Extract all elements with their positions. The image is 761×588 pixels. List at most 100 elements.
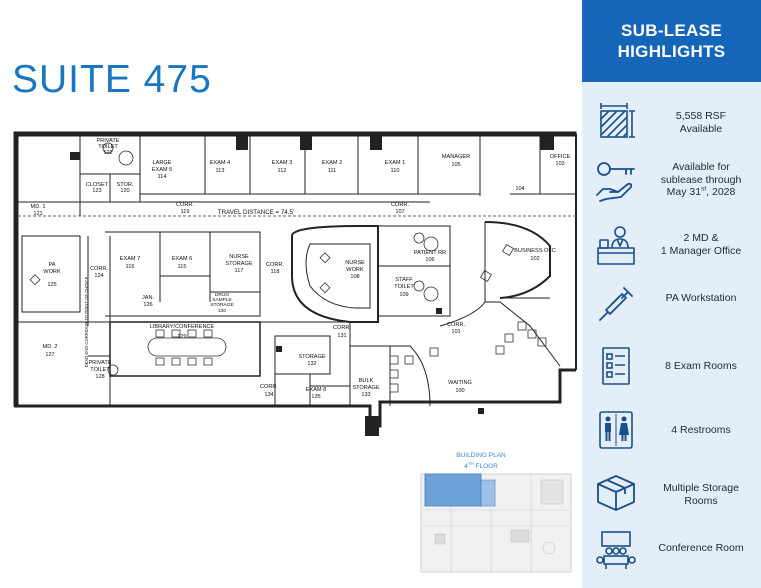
svg-text:129: 129 bbox=[177, 334, 186, 340]
svg-text:CORR.: CORR. bbox=[260, 384, 278, 390]
svg-text:101: 101 bbox=[451, 329, 460, 335]
svg-text:107: 107 bbox=[395, 209, 404, 215]
key-plan-title: BUILDING PLAN 4TH FLOOR bbox=[456, 452, 506, 471]
highlight-exam-rooms: 8 Exam Rooms bbox=[582, 340, 761, 400]
svg-text:128: 128 bbox=[95, 374, 104, 380]
svg-text:STORAGE: STORAGE bbox=[298, 354, 326, 360]
svg-text:134: 134 bbox=[264, 392, 273, 398]
svg-text:PRIVATE: PRIVATE bbox=[88, 360, 111, 366]
svg-text:131: 131 bbox=[337, 333, 346, 339]
svg-text:105: 105 bbox=[451, 162, 460, 168]
svg-text:CORR.: CORR. bbox=[447, 322, 465, 328]
availability-date: May 31st, 2028 bbox=[666, 185, 736, 198]
highlight-availability: Available for sublease through May 31st,… bbox=[582, 155, 761, 215]
svg-text:106: 106 bbox=[425, 257, 434, 263]
svg-text:STAFF: STAFF bbox=[395, 277, 413, 283]
svg-text:EXAM 2: EXAM 2 bbox=[322, 160, 343, 166]
svg-text:DRUG: DRUG bbox=[215, 292, 229, 298]
svg-text:NURSE: NURSE bbox=[345, 260, 365, 266]
highlight-storage: Multiple Storage Rooms bbox=[582, 466, 761, 526]
highlight-pa-workstation: PA Workstation bbox=[582, 278, 761, 338]
svg-text:STORAGE: STORAGE bbox=[210, 302, 233, 308]
svg-text:CORR.: CORR. bbox=[266, 262, 284, 268]
svg-text:121: 121 bbox=[33, 211, 42, 217]
room-label: CLOSET bbox=[86, 182, 109, 188]
highlight-restrooms: 4 Restrooms bbox=[582, 404, 761, 464]
svg-text:TOILET: TOILET bbox=[98, 144, 118, 150]
svg-text:123: 123 bbox=[92, 188, 101, 194]
svg-text:119: 119 bbox=[181, 209, 190, 215]
svg-text:100: 100 bbox=[455, 388, 464, 394]
svg-text:BUSINESS OFC: BUSINESS OFC bbox=[514, 248, 556, 254]
svg-text:LARGE: LARGE bbox=[153, 160, 172, 166]
highlight-rsf: 5,558 RSF Available bbox=[582, 94, 761, 154]
svg-text:116: 116 bbox=[126, 264, 135, 270]
svg-text:EXAM 4: EXAM 4 bbox=[210, 160, 231, 166]
svg-text:STORAGE: STORAGE bbox=[352, 385, 380, 391]
svg-text:CORR.: CORR. bbox=[391, 202, 409, 208]
svg-text:TOILET: TOILET bbox=[90, 367, 110, 373]
svg-text:126: 126 bbox=[143, 302, 152, 308]
svg-text:118: 118 bbox=[271, 269, 280, 275]
svg-text:JAN.: JAN. bbox=[142, 295, 155, 301]
checklist-icon bbox=[602, 347, 630, 385]
page-title: SUITE 475 bbox=[12, 58, 212, 101]
syringe-icon bbox=[599, 287, 633, 321]
svg-text:WORK: WORK bbox=[346, 267, 364, 273]
svg-text:MANAGER: MANAGER bbox=[442, 154, 470, 160]
svg-text:112: 112 bbox=[278, 168, 287, 174]
svg-text:CORR.: CORR. bbox=[90, 266, 108, 272]
svg-text:124: 124 bbox=[94, 273, 103, 279]
svg-text:TOILET: TOILET bbox=[394, 284, 414, 290]
svg-text:108: 108 bbox=[350, 274, 359, 280]
svg-text:110: 110 bbox=[391, 168, 400, 174]
svg-text:132: 132 bbox=[307, 361, 316, 367]
svg-text:EXAM 6: EXAM 6 bbox=[172, 256, 193, 262]
svg-text:MD. 1: MD. 1 bbox=[31, 204, 46, 210]
svg-text:117: 117 bbox=[235, 268, 244, 274]
svg-text:PA: PA bbox=[48, 262, 55, 268]
svg-text:BULK: BULK bbox=[359, 378, 374, 384]
svg-text:STOR.: STOR. bbox=[117, 182, 134, 188]
restroom-icon bbox=[599, 411, 633, 449]
corridor-note: DEAD END CORRIDOR TO POINT OF CHOICE bbox=[84, 276, 89, 367]
svg-text:109: 109 bbox=[399, 292, 408, 298]
office-desk-icon bbox=[597, 226, 635, 265]
svg-text:EXAM 7: EXAM 7 bbox=[120, 256, 141, 262]
svg-text:PRIVATE: PRIVATE bbox=[96, 138, 119, 144]
svg-text:CLOSET: CLOSET bbox=[86, 182, 109, 188]
floor-plan: PRIVATE TOILET 122 CLOSET 123 STOR. 120 … bbox=[10, 126, 580, 444]
svg-text:115: 115 bbox=[178, 264, 187, 270]
svg-text:SAMPLE: SAMPLE bbox=[212, 297, 231, 303]
storage-box-icon bbox=[597, 475, 635, 511]
svg-text:133: 133 bbox=[361, 392, 370, 398]
key-in-hand-icon bbox=[596, 162, 635, 202]
svg-text:WORK: WORK bbox=[43, 269, 61, 275]
highlight-conference: Conference Room bbox=[582, 524, 761, 584]
area-measure-icon bbox=[600, 103, 635, 138]
svg-text:114: 114 bbox=[158, 174, 167, 180]
svg-text:WAITING: WAITING bbox=[448, 380, 472, 386]
svg-text:NURSE: NURSE bbox=[229, 254, 249, 260]
svg-text:102: 102 bbox=[530, 256, 539, 262]
svg-text:STORAGE: STORAGE bbox=[225, 261, 253, 267]
building-key-plan: BUILDING PLAN 4TH FLOOR bbox=[411, 448, 577, 574]
svg-text:113: 113 bbox=[216, 168, 225, 174]
key-plan-map bbox=[420, 473, 572, 573]
svg-text:OFFICE: OFFICE bbox=[550, 154, 571, 160]
svg-text:120: 120 bbox=[120, 188, 129, 194]
svg-text:PATIENT RR: PATIENT RR bbox=[414, 250, 446, 256]
svg-text:111: 111 bbox=[328, 168, 337, 174]
highlight-offices: 2 MD & 1 Manager Office bbox=[582, 220, 761, 280]
svg-text:122: 122 bbox=[103, 150, 112, 156]
svg-text:CORR.: CORR. bbox=[333, 325, 351, 331]
svg-text:127: 127 bbox=[45, 352, 54, 358]
svg-text:EXAM 1: EXAM 1 bbox=[385, 160, 406, 166]
svg-text:LIBRARY/CONFERENCE: LIBRARY/CONFERENCE bbox=[150, 324, 215, 330]
svg-text:EXAM 8: EXAM 8 bbox=[306, 387, 327, 393]
highlights-sidebar: SUB-LEASE HIGHLIGHTS 5,558 RSF Available bbox=[582, 0, 761, 588]
svg-text:103: 103 bbox=[555, 161, 564, 167]
svg-text:104: 104 bbox=[515, 186, 524, 192]
svg-text:130: 130 bbox=[218, 308, 226, 314]
svg-text:125: 125 bbox=[47, 282, 56, 288]
